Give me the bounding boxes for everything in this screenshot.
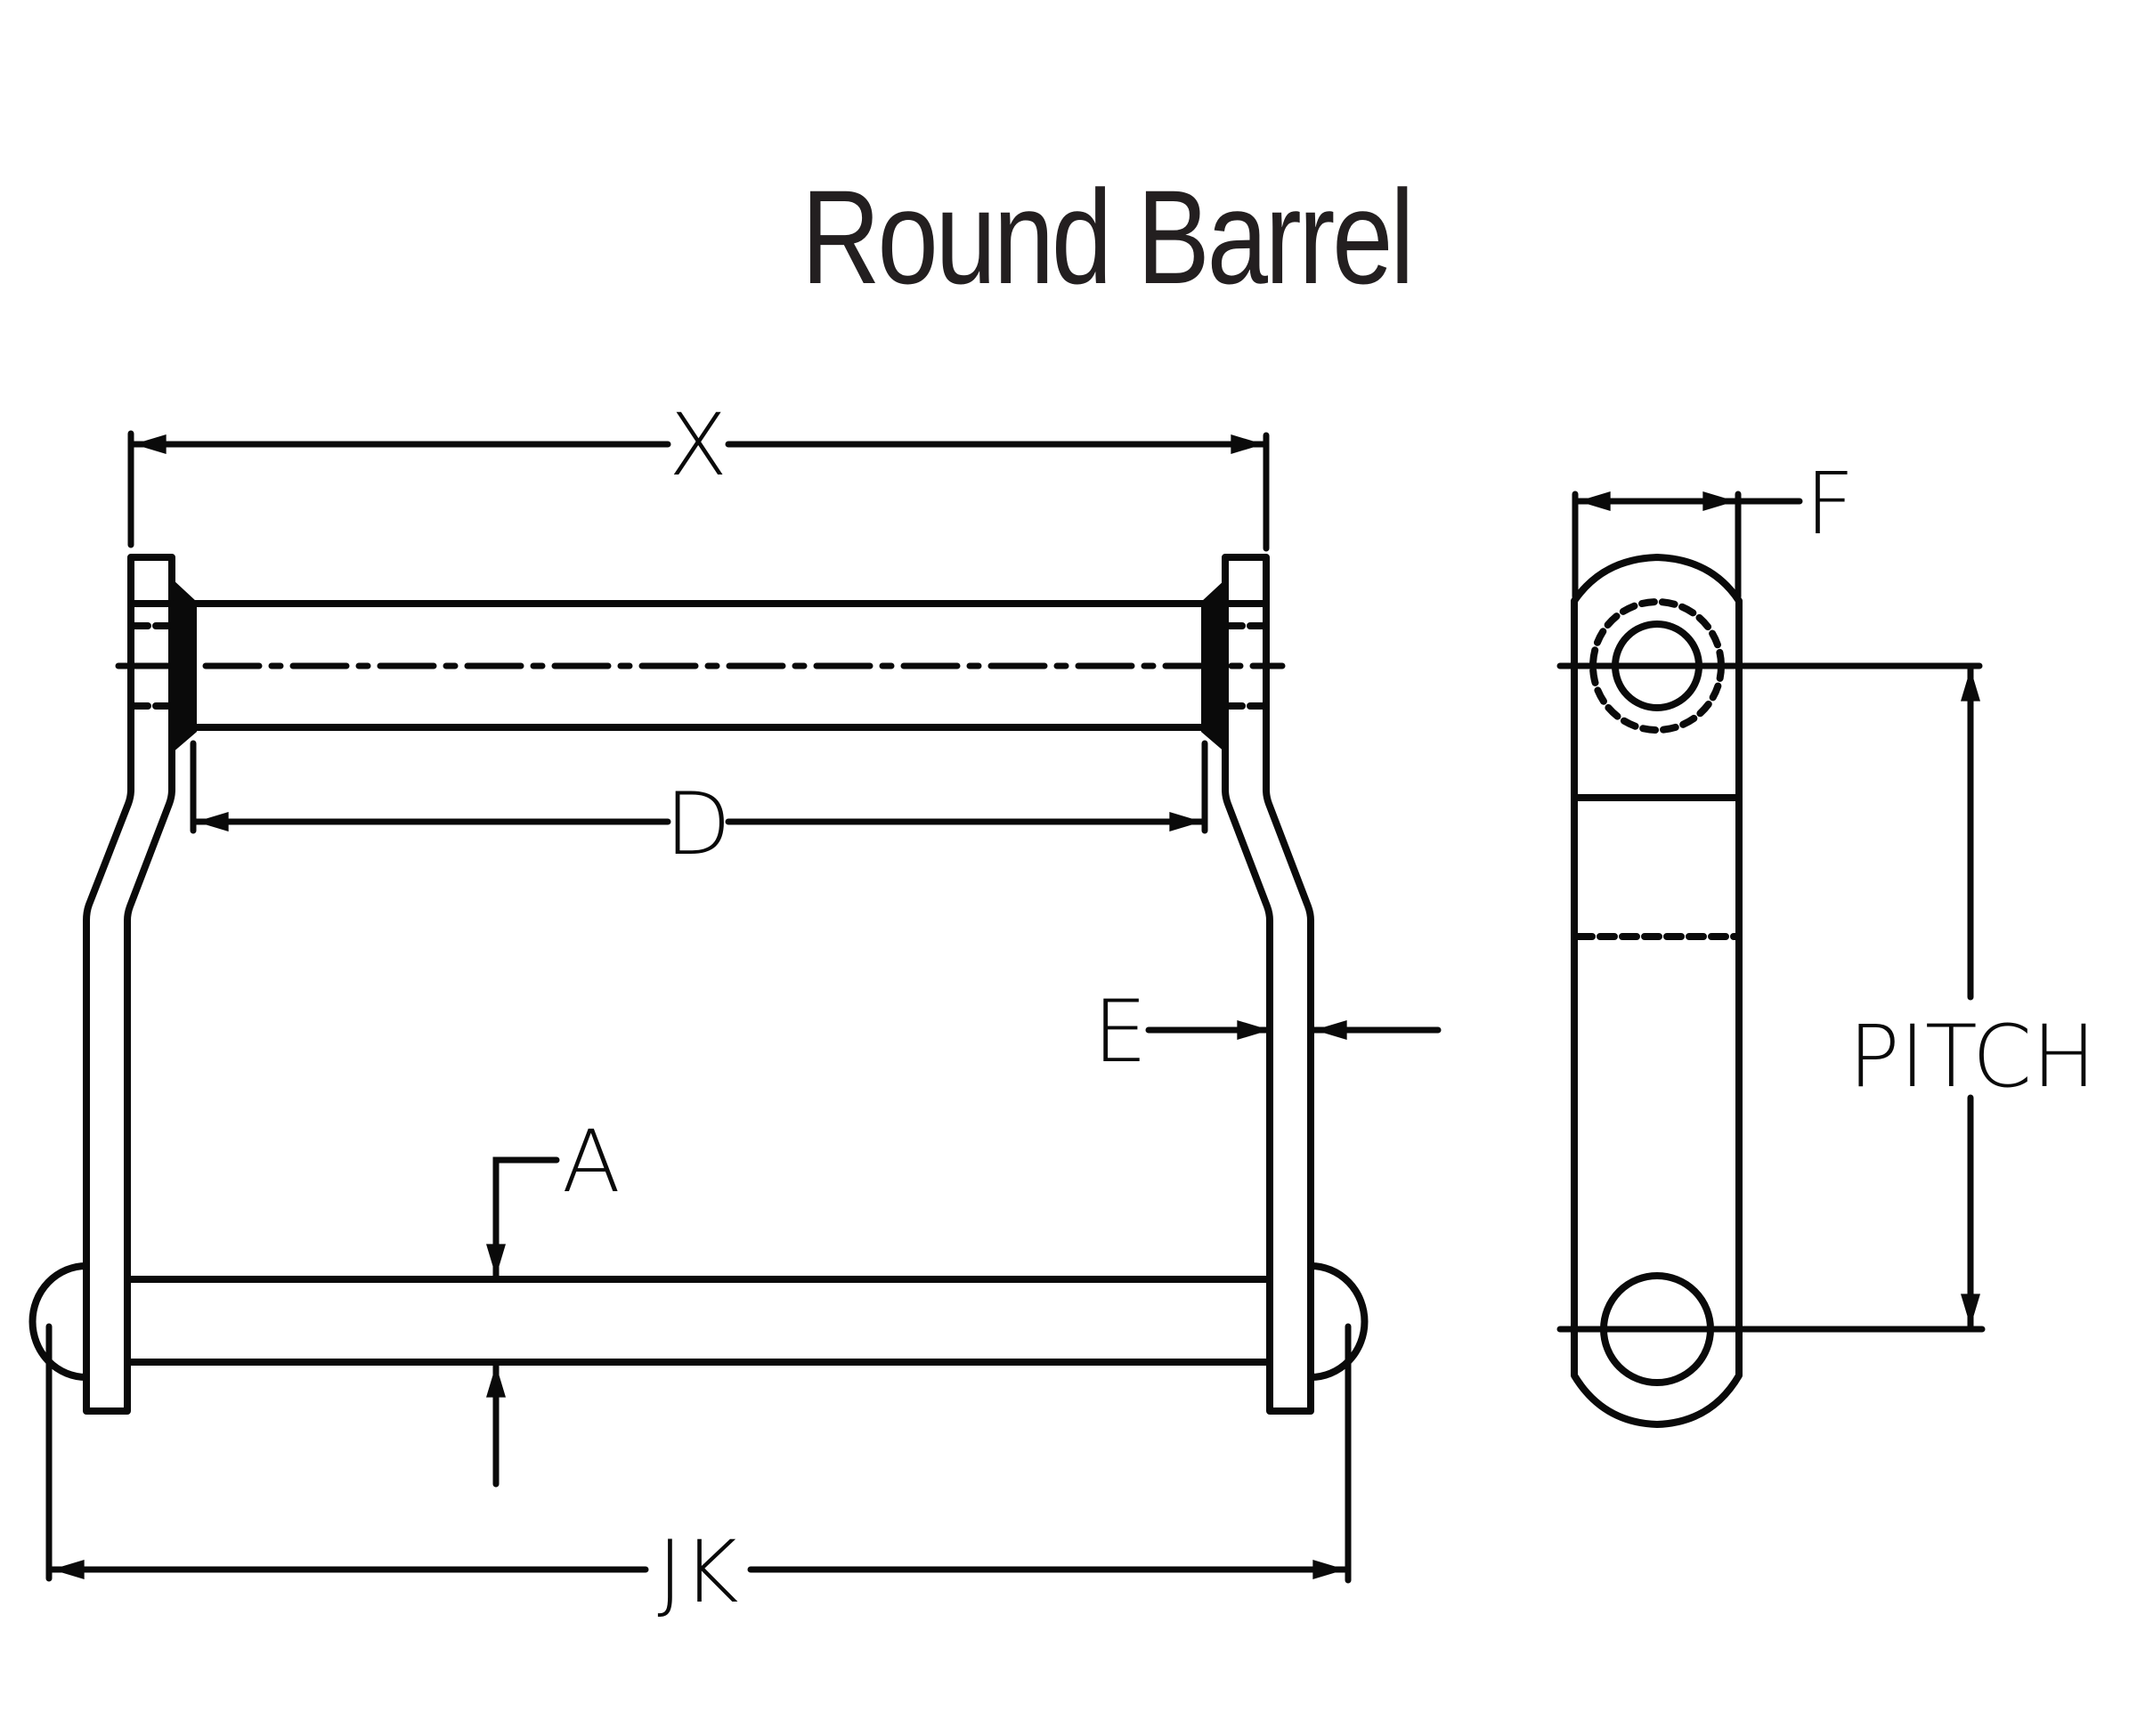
pitch-dimension-label: PITCH [1849, 1007, 2096, 1107]
left-pin-head [28, 1262, 90, 1381]
f-dimension-label: F [1805, 454, 1854, 554]
right-plate-outer-edge [1222, 554, 1314, 1415]
front-view: X D E A JK [28, 395, 1442, 1622]
d-dimension-label: D [665, 775, 731, 874]
a-dimension-label: A [562, 1112, 621, 1212]
left-plate-outer-edge [83, 554, 175, 1415]
e-dimension-label: E [1093, 982, 1148, 1082]
drawing-title: Round Barrel [800, 162, 1415, 312]
jk-dimension-label: JK [657, 1522, 738, 1622]
side-view: F PITCH [1556, 454, 2096, 1428]
right-pin-head [1307, 1262, 1369, 1381]
side-link-outline [1571, 554, 1743, 1428]
x-dimension-label: X [669, 395, 727, 495]
a-leader-line [492, 1156, 560, 1188]
